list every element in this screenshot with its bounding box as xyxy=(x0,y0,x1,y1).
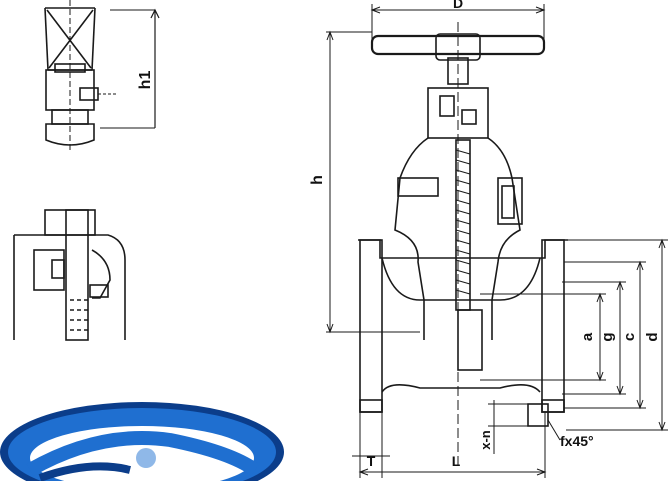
label-D: D xyxy=(453,0,463,11)
handwheel-photo xyxy=(0,402,284,486)
bonnet-section-detail xyxy=(13,209,126,341)
label-g: g xyxy=(599,332,616,341)
label-h1: h1 xyxy=(137,71,154,90)
label-d: d xyxy=(644,332,661,341)
label-T: T xyxy=(367,453,376,469)
dimension-lines xyxy=(326,4,668,478)
label-h: h xyxy=(309,175,326,185)
stem-top-detail xyxy=(44,0,160,150)
label-a: a xyxy=(579,332,596,341)
gate-valve-main-view xyxy=(358,22,568,470)
label-x-n: x-n xyxy=(478,430,493,450)
label-c: c xyxy=(621,333,638,341)
label-L: L xyxy=(452,453,461,469)
label-fx45: fx45° xyxy=(560,433,594,449)
